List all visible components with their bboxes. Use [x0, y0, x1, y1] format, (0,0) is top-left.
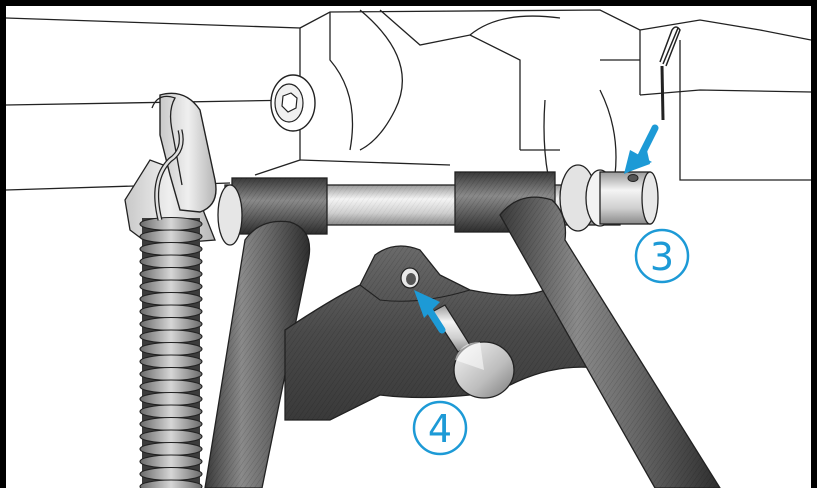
coil-spring: [139, 129, 203, 488]
spring-coil: [139, 241, 203, 257]
arrow-to-bracket-hole: [414, 290, 446, 334]
spring-coil: [139, 429, 203, 444]
spring-coil: [139, 366, 203, 382]
mounting-pin: [431, 304, 515, 399]
spring-coil: [139, 441, 203, 457]
spring-coil: [139, 216, 203, 232]
step-callout-3: 3: [634, 228, 690, 284]
spring-coil: [139, 266, 203, 282]
step-callout-4: 4: [412, 400, 468, 456]
spring-coil: [139, 466, 203, 482]
step-number-3: 3: [650, 235, 674, 279]
cross-shaft: [224, 164, 659, 235]
drawing-area: 3 4: [6, 9, 811, 488]
right-frame-tube: [499, 196, 721, 488]
spring-hook-highlight: [155, 129, 183, 221]
spring-coil: [139, 341, 203, 357]
spring-coil: [139, 404, 203, 419]
spring-coil: [139, 329, 203, 344]
spring-coil: [139, 416, 203, 432]
chassis-linework: [6, 9, 811, 216]
spring-coil: [139, 479, 203, 488]
spring-coil: [139, 291, 203, 307]
spring-coil: [139, 304, 203, 319]
spring-coil: [139, 254, 203, 269]
cotter-pin: [659, 26, 681, 121]
arrow-to-cotter-hole: [624, 124, 659, 174]
left-frame-tube: [204, 220, 311, 488]
spring-coil: [139, 391, 203, 407]
spring-coil: [139, 279, 203, 294]
spring-coil: [139, 316, 203, 332]
spring-coil: [139, 229, 203, 244]
spring-coil: [139, 379, 203, 394]
arrow-head-icon: [414, 290, 440, 318]
step-number-4: 4: [428, 407, 452, 451]
spring-coil: [139, 454, 203, 469]
spring-coil: [139, 354, 203, 369]
hex-bolt: [270, 74, 316, 132]
